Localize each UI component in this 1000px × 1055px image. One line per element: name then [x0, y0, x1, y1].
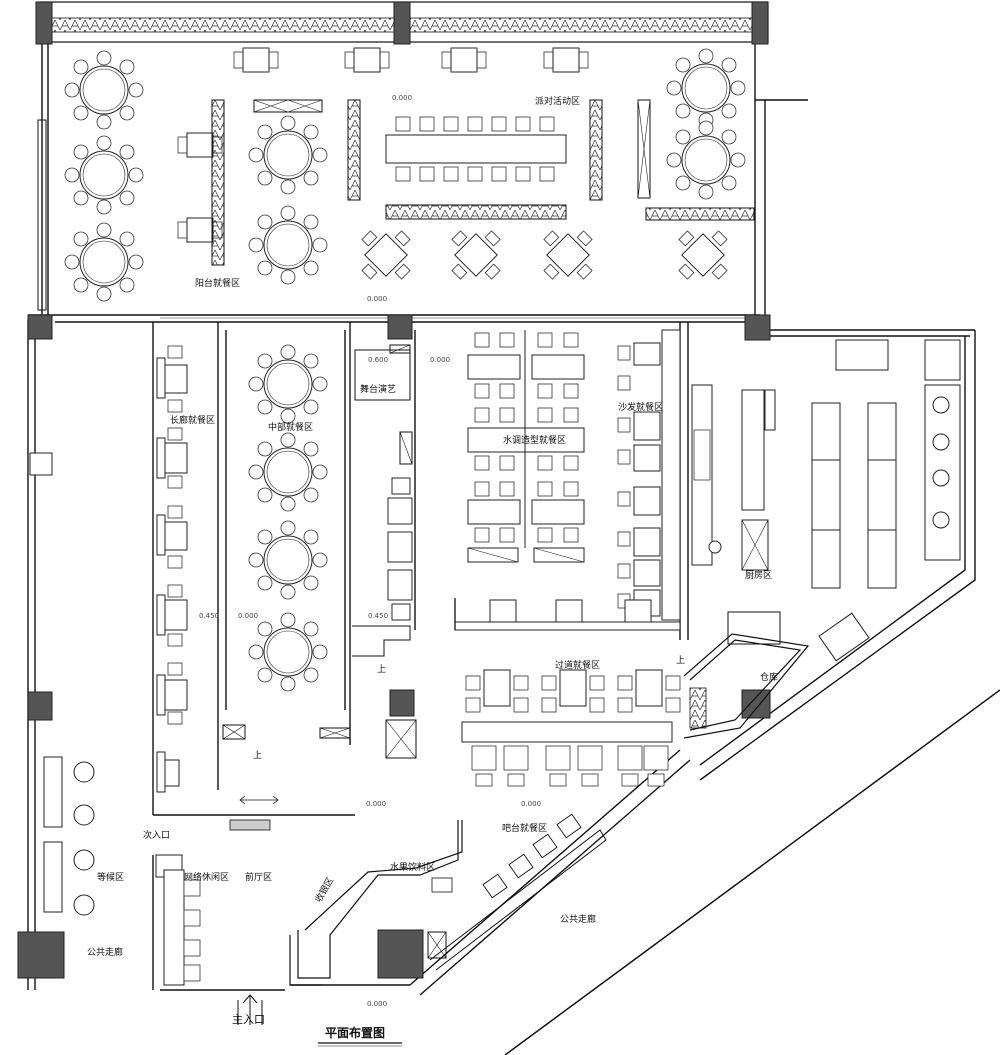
label-cashier: 收银区	[312, 875, 336, 904]
level-mark: 0.000	[367, 1000, 387, 1008]
level-mark: 0.000	[392, 94, 412, 102]
lobby-area	[29, 452, 201, 986]
page-title: 平面布置图	[325, 1025, 385, 1040]
label-bar: 吧台就餐区	[502, 822, 547, 834]
label-kitchen: 厨房区	[745, 569, 772, 581]
balcony-diamond-tables	[361, 230, 728, 280]
transition-dining	[461, 669, 681, 787]
label-public-corridor-left: 公共走廊	[87, 946, 123, 958]
label-party: 派对活动区	[535, 95, 580, 107]
label-transition: 过道就餐区	[555, 659, 600, 671]
middle-partitions	[222, 330, 351, 831]
kitchen	[691, 339, 961, 662]
label-waiting: 等候区	[97, 871, 124, 883]
label-internet: 网络休闲区	[184, 871, 229, 883]
level-mark: 0.000	[366, 800, 386, 808]
stage	[352, 344, 417, 759]
level-mark: 0.600	[368, 356, 388, 364]
label-main-entrance: 主入口	[232, 1013, 265, 1026]
level-mark: 0.450	[368, 612, 388, 620]
label-public-corridor-right: 公共走廊	[560, 913, 596, 925]
label-lobby: 前厅区	[245, 871, 272, 883]
level-mark: 0.450	[199, 612, 219, 620]
corridor-booths	[156, 345, 188, 793]
stair-up-mark: 上	[377, 664, 386, 675]
label-corridor-dining: 长廊就餐区	[170, 414, 215, 426]
level-mark: 0.000	[238, 612, 258, 620]
label-water-dining: 水调造型就餐区	[503, 434, 566, 446]
bar-counter	[289, 813, 607, 986]
party-long-table	[385, 116, 567, 182]
label-sofa: 沙发就餐区	[618, 401, 663, 413]
columns	[17, 1, 771, 979]
middle-round-tables	[248, 344, 328, 692]
stair-marks: 上 上 上	[253, 655, 685, 761]
label-middle-dining: 中部就餐区	[268, 421, 313, 433]
level-mark: 0.000	[430, 356, 450, 364]
level-mark: 0.000	[521, 800, 541, 808]
stair-up-mark: 上	[676, 655, 685, 666]
stair-up-mark: 上	[253, 750, 262, 761]
label-side-entrance: 次入口	[143, 829, 170, 841]
label-stage: 舞台演艺	[360, 383, 396, 395]
water-tables	[467, 330, 585, 563]
sofa-dining	[454, 329, 681, 631]
label-balcony: 阳台就餐区	[195, 277, 240, 289]
zone-labels: 派对活动区 阳台就餐区 舞台演艺 长廊就餐区 中部就餐区 水调造型就餐区 沙发就…	[87, 95, 778, 1040]
level-mark: 0.000	[367, 295, 387, 303]
main-entrance-arrow	[237, 994, 263, 1025]
planters	[211, 99, 755, 266]
level-marks: 0.000 0.000 0.600 0.000 0.450 0.000 0.45…	[199, 94, 541, 1008]
label-fruit-drinks: 水果饮料区	[390, 861, 435, 873]
label-warehouse: 仓库	[760, 671, 778, 683]
warehouse	[683, 611, 810, 739]
